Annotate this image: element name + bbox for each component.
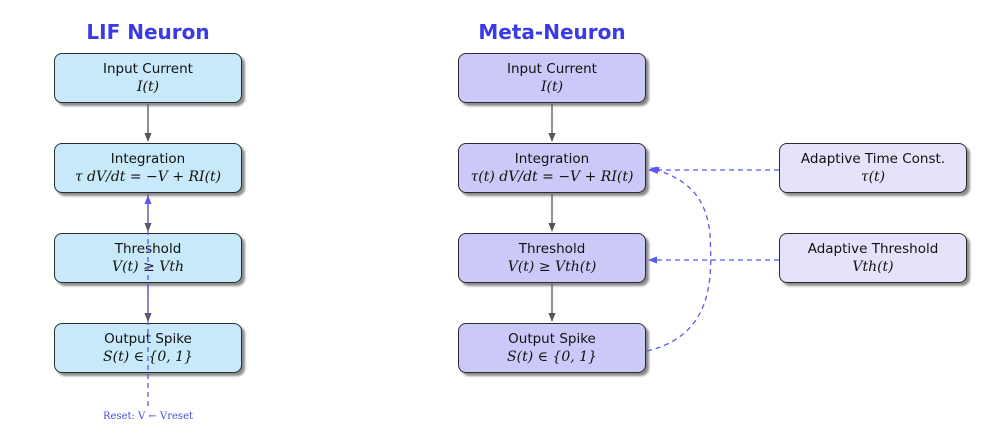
adaptive-time-const-label: Adaptive Time Const.: [800, 150, 946, 167]
meta-integration-label: Integration: [514, 150, 590, 167]
lif-input-current-expr: I(t): [136, 78, 160, 95]
lif-output-spike-label: Output Spike: [104, 330, 192, 347]
lif-integration-node: Integration τ dV/dt = −V + RI(t): [54, 143, 242, 193]
lif-integration-expr: τ dV/dt = −V + RI(t): [74, 168, 222, 185]
lif-output-spike-node: Output Spike S(t) ∈ {0, 1}: [54, 323, 242, 373]
adaptive-threshold-label: Adaptive Threshold: [807, 240, 939, 257]
adaptive-time-const-node: Adaptive Time Const. τ(t): [779, 143, 967, 193]
adaptive-threshold-node: Adaptive Threshold Vth(t): [779, 233, 967, 283]
meta-threshold-expr: V(t) ≥ Vth(t): [507, 258, 597, 275]
meta-threshold-label: Threshold: [518, 240, 586, 257]
reset-label: Reset: V ← Vreset: [102, 411, 194, 422]
lif-threshold-node: Threshold V(t) ≥ Vth: [54, 233, 242, 283]
lif-threshold-expr: V(t) ≥ Vth: [111, 258, 185, 275]
meta-output-spike-label: Output Spike: [508, 330, 596, 347]
lif-input-current-node: Input Current I(t): [54, 53, 242, 103]
lif-input-current-label: Input Current: [103, 60, 193, 77]
lif-integration-label: Integration: [110, 150, 186, 167]
meta-output-spike-node: Output Spike S(t) ∈ {0, 1}: [458, 323, 646, 373]
adaptive-threshold-expr: Vth(t): [852, 258, 894, 275]
meta-input-current-label: Input Current: [507, 60, 597, 77]
meta-integration-expr: τ(t) dV/dt = −V + RI(t): [470, 168, 634, 185]
meta-integration-node: Integration τ(t) dV/dt = −V + RI(t): [458, 143, 646, 193]
lif-output-spike-expr: S(t) ∈ {0, 1}: [103, 348, 193, 365]
meta-threshold-node: Threshold V(t) ≥ Vth(t): [458, 233, 646, 283]
lif-threshold-label: Threshold: [114, 240, 182, 257]
lif-title: LIF Neuron: [86, 20, 210, 44]
meta-input-current-expr: I(t): [540, 78, 564, 95]
meta-input-current-node: Input Current I(t): [458, 53, 646, 103]
meta-output-spike-expr: S(t) ∈ {0, 1}: [507, 348, 597, 365]
adaptive-time-const-expr: τ(t): [860, 168, 886, 185]
meta-neuron-title: Meta-Neuron: [478, 20, 626, 44]
spike-feedback-arrow: [646, 166, 712, 352]
